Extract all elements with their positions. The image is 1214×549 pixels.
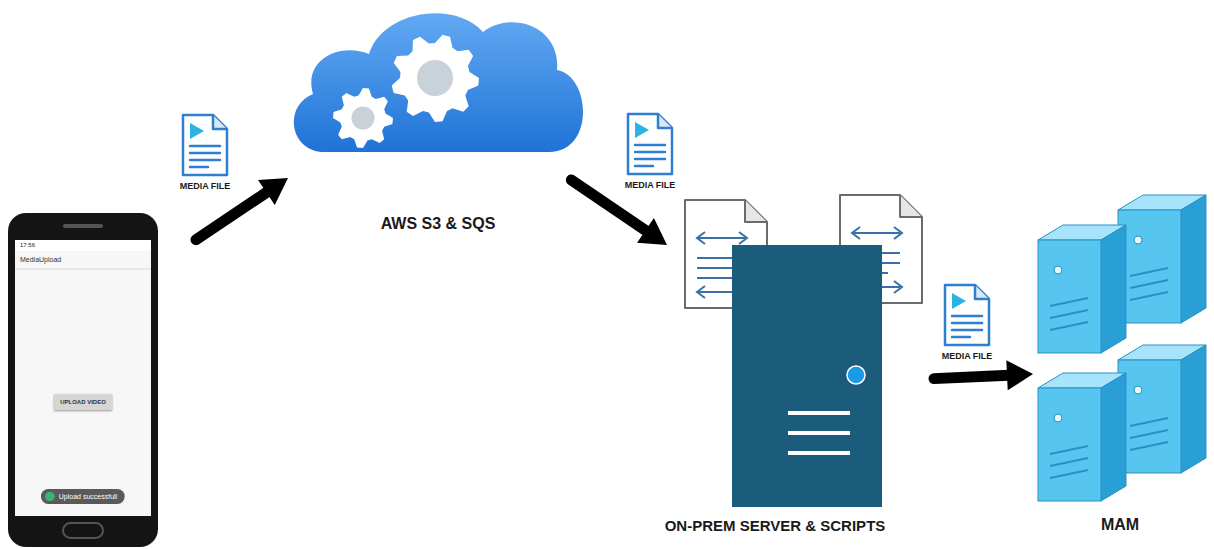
- arrow-head: [637, 218, 667, 245]
- server-front: [1118, 210, 1181, 323]
- server-vent: [1050, 322, 1088, 330]
- gear: [333, 88, 393, 148]
- gear-hub: [415, 58, 455, 98]
- server-vent: [1050, 458, 1088, 466]
- server-side: [1101, 373, 1126, 501]
- server-side: [1181, 345, 1206, 473]
- flow-arrow: [934, 360, 1033, 390]
- cloud-service-shape: [283, 0, 593, 158]
- node-heading: AWS S3 & SQS: [381, 215, 496, 233]
- server-tower: [732, 245, 882, 507]
- media-file-icon: [628, 114, 672, 174]
- server-side: [1181, 195, 1206, 323]
- server-vent: [1050, 298, 1088, 306]
- phone-speaker: [63, 224, 103, 228]
- server-vent: [1130, 280, 1168, 288]
- gear-hub: [350, 105, 376, 131]
- phone-body: [8, 213, 158, 547]
- server-vent: [1050, 446, 1088, 454]
- server-vent: [1050, 470, 1088, 478]
- drive-slot: [788, 411, 850, 415]
- node-heading: ON-PREM SERVER & SCRIPTS: [665, 517, 886, 534]
- cloud-service: AWS S3 & SQS: [283, 0, 593, 158]
- server-vent: [1050, 310, 1088, 318]
- phone-screen: [15, 240, 151, 516]
- power-light: [847, 366, 865, 384]
- app-bar-line: [15, 269, 151, 270]
- home-button: [63, 523, 103, 538]
- arrow-shaft: [934, 375, 1009, 378]
- server-vent: [1130, 442, 1168, 450]
- server-vent: [1130, 268, 1168, 276]
- on-prem-server-shape: [732, 245, 882, 507]
- server-light: [1054, 414, 1062, 422]
- media-file-icon: [945, 285, 989, 345]
- server-side: [1101, 225, 1126, 353]
- cloud-shape: [294, 13, 583, 152]
- server-front: [1118, 360, 1181, 473]
- toast-message: Upload successfull: [41, 489, 125, 504]
- mam-servers-shape: [1030, 190, 1210, 502]
- arrow-head: [1006, 360, 1033, 390]
- server-light: [1134, 236, 1142, 244]
- upload-button: UPLOAD VIDEO: [54, 394, 112, 410]
- server-light: [1134, 386, 1142, 394]
- server-light: [1054, 266, 1062, 274]
- gear: [392, 35, 479, 122]
- server-front: [1038, 388, 1101, 501]
- drive-slot: [788, 431, 850, 435]
- status-time: 17:56: [20, 242, 35, 248]
- drive-slot: [788, 451, 850, 455]
- on-prem-server: ON-PREM SERVER & SCRIPTS: [732, 245, 882, 507]
- media-file-label: MEDIA FILE: [180, 181, 231, 191]
- arrow-head: [258, 178, 288, 205]
- server-vent: [1130, 430, 1168, 438]
- media-file-label: MEDIA FILE: [625, 180, 676, 190]
- status-bar: [15, 240, 151, 251]
- media-file-label: MEDIA FILE: [942, 351, 993, 361]
- mam-servers: MAM: [1030, 190, 1210, 502]
- app-title: MediaUpload: [20, 256, 61, 263]
- arrow-shaft: [196, 191, 268, 239]
- server-front: [1038, 240, 1101, 353]
- server-vent: [1130, 292, 1168, 300]
- media-file-icon: [183, 115, 227, 175]
- phone-app: MediaUploadUPLOAD VIDEO Upload successful…: [8, 213, 158, 547]
- server-vent: [1130, 418, 1168, 426]
- node-heading: MAM: [1101, 516, 1139, 534]
